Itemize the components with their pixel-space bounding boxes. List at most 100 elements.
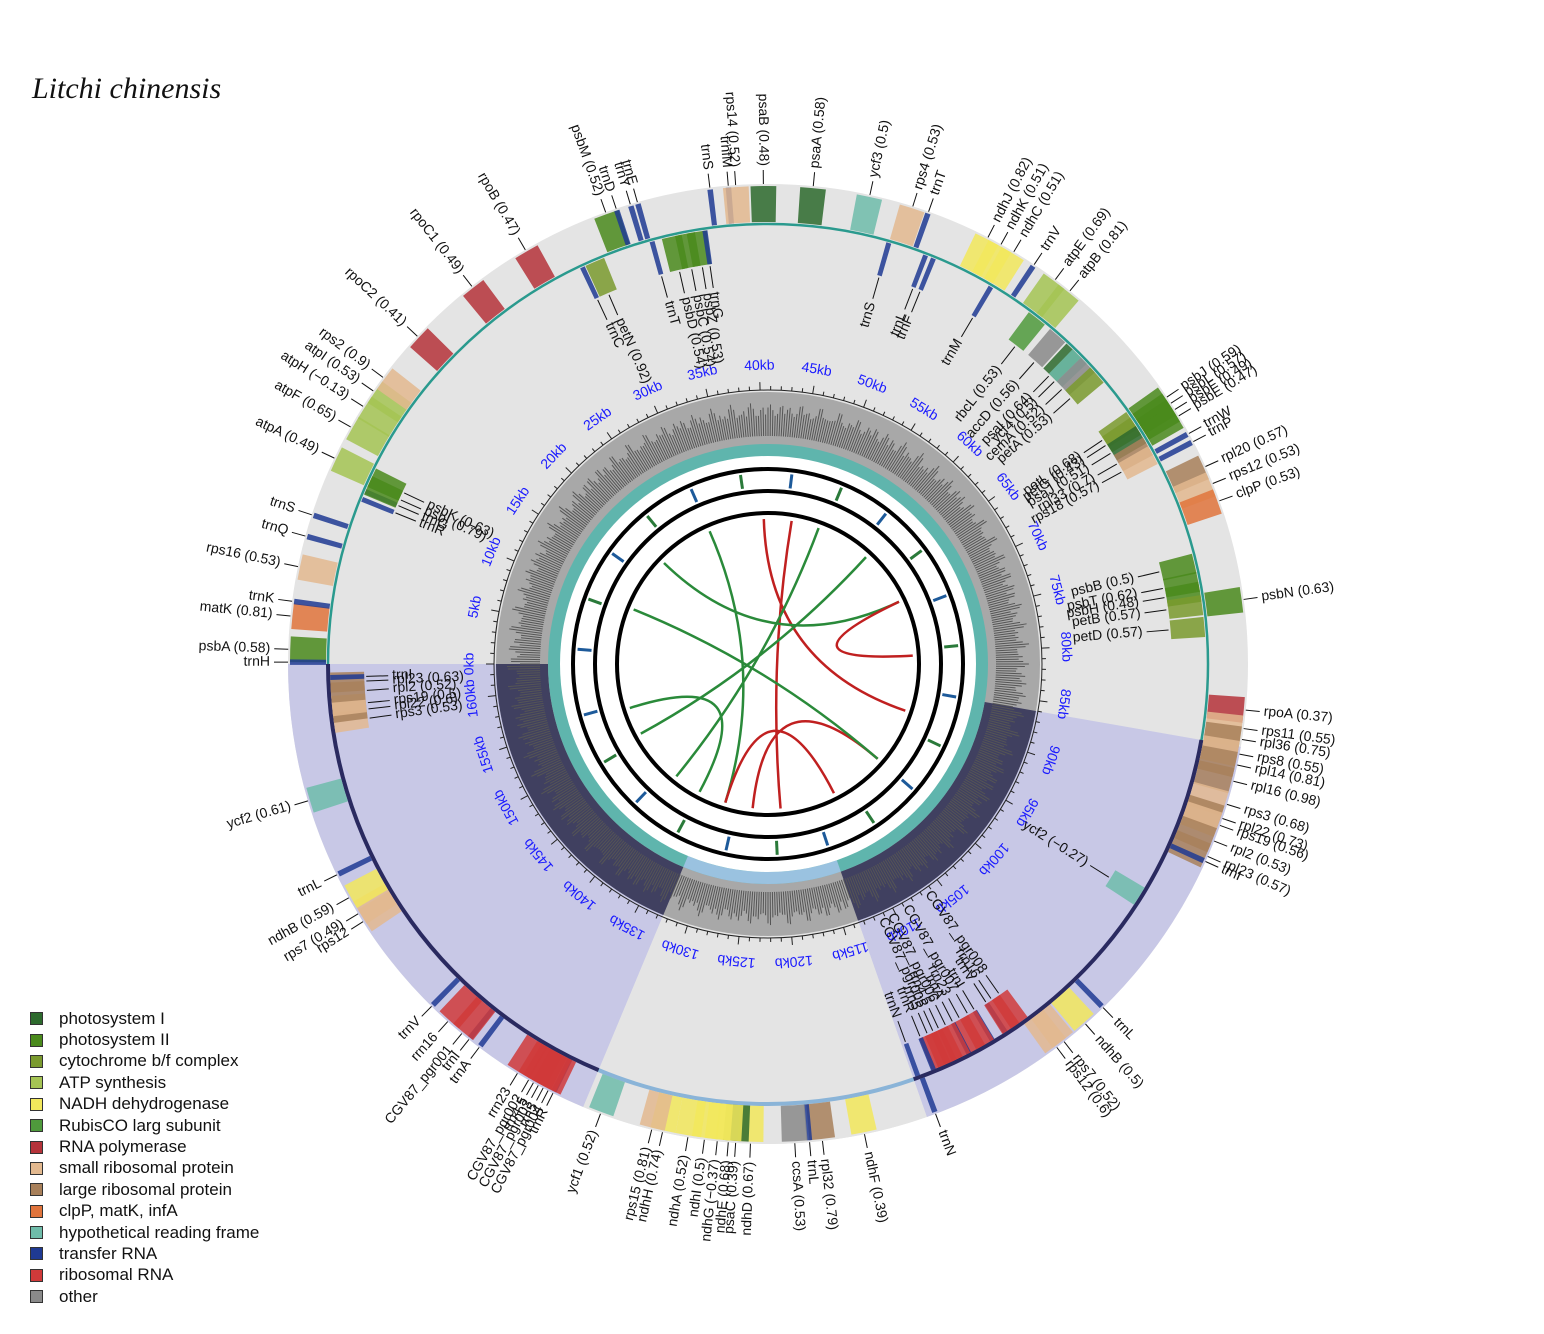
label-leader	[1000, 346, 1016, 365]
label-leader	[897, 1020, 906, 1042]
scale-tick	[919, 432, 923, 437]
repeat-link	[774, 520, 793, 809]
gc-bar	[983, 736, 1008, 746]
gc-bar	[521, 617, 544, 623]
gc-bar	[984, 734, 1007, 743]
gc-bar	[804, 888, 811, 921]
gc-bar	[982, 738, 1005, 748]
gc-bar	[518, 728, 550, 739]
gc-bar	[830, 883, 840, 913]
gc-bar	[645, 435, 661, 464]
gc-bar	[743, 890, 747, 911]
scale-tick	[695, 395, 698, 400]
gc-bar	[599, 837, 621, 864]
label-leader	[1219, 824, 1234, 831]
label-leader	[912, 192, 918, 207]
gc-bar	[928, 481, 949, 503]
legend-item: RNA polymerase	[30, 1136, 259, 1157]
gene-label: ndhD (0.67)	[738, 1161, 757, 1235]
gc-bar	[970, 550, 991, 561]
gene-block-outer	[639, 1089, 673, 1131]
gc-bar	[886, 858, 900, 878]
scale-tick	[863, 920, 866, 925]
kb-tick-label: 160kb	[461, 678, 481, 718]
label-leader	[702, 1139, 705, 1154]
gc-bar	[800, 889, 805, 913]
gc-bar	[630, 855, 646, 880]
label-leader	[809, 1142, 812, 1157]
gene-label: atpA (0.49)	[253, 413, 322, 457]
gc-bar	[716, 887, 723, 915]
scale-tick	[873, 407, 876, 412]
gc-bar	[510, 658, 541, 661]
gc-bar	[845, 426, 855, 450]
scale-tick	[1035, 721, 1040, 723]
gc-bar	[994, 685, 1016, 689]
gc-bar	[934, 493, 951, 509]
scale-tick	[863, 399, 867, 408]
gene-label: ycf2 (0.61)	[225, 797, 293, 831]
scale-tick	[960, 466, 964, 470]
gc-bar	[821, 420, 829, 443]
kb-tick-label: 75kb	[1046, 573, 1069, 607]
gc-bar	[947, 804, 966, 820]
repeat-mark	[635, 791, 647, 804]
gc-bar	[993, 698, 1022, 704]
label-leader	[962, 990, 975, 1010]
gc-bar	[724, 416, 730, 440]
label-leader	[324, 874, 338, 882]
gc-bar	[938, 814, 957, 830]
scale-tick	[1000, 516, 1004, 520]
gc-bar	[952, 513, 976, 531]
scale-tick	[600, 882, 604, 887]
gc-bar	[945, 806, 965, 821]
gc-bar	[572, 814, 598, 837]
scale-tick	[506, 756, 511, 759]
scale-tick	[812, 934, 814, 939]
gc-bar	[507, 683, 541, 688]
gc-bar	[673, 875, 683, 897]
label-leader	[459, 1039, 470, 1051]
gene-label: trnI	[392, 666, 413, 683]
gc-bar	[987, 595, 1015, 604]
gc-bar	[533, 738, 554, 747]
gc-bar	[511, 700, 544, 707]
gene-block-outer	[806, 1101, 836, 1141]
gene-label: trnT	[926, 168, 950, 197]
gc-bar	[780, 891, 784, 915]
gene-block-inner	[1169, 616, 1206, 640]
gc-bar	[985, 585, 1015, 596]
gc-bar	[547, 778, 572, 794]
gc-bar	[970, 767, 998, 782]
gc-bar	[993, 626, 1024, 632]
gc-bar	[832, 414, 843, 446]
gc-bar	[601, 834, 618, 853]
scale-tick	[568, 854, 572, 859]
gene-block-outer	[312, 512, 349, 530]
label-leader	[366, 688, 389, 691]
gc-bar	[524, 734, 552, 745]
gc-bar	[517, 678, 541, 682]
label-leader	[368, 705, 391, 710]
gc-bar	[993, 694, 1020, 699]
gc-bar	[995, 672, 1022, 675]
label-leader	[1038, 381, 1055, 398]
repeat-links	[629, 519, 913, 809]
label-leader	[1239, 753, 1254, 758]
gc-bar	[544, 767, 566, 779]
label-leader	[911, 291, 921, 313]
kb-tick-label: 125kb	[716, 952, 756, 972]
gc-bar	[627, 444, 646, 473]
legend-swatch	[30, 1183, 43, 1197]
gene-block-inner	[1065, 367, 1104, 405]
gc-bar	[536, 558, 561, 571]
repeat-link	[762, 519, 906, 712]
label-leader	[1142, 597, 1165, 602]
label-leader	[1032, 375, 1050, 393]
gc-bar	[608, 840, 625, 860]
gc-bar	[583, 484, 605, 506]
gc-bar	[694, 418, 704, 446]
scale-tick	[1039, 700, 1048, 703]
gc-bar	[851, 875, 860, 896]
gc-bar	[901, 848, 918, 870]
